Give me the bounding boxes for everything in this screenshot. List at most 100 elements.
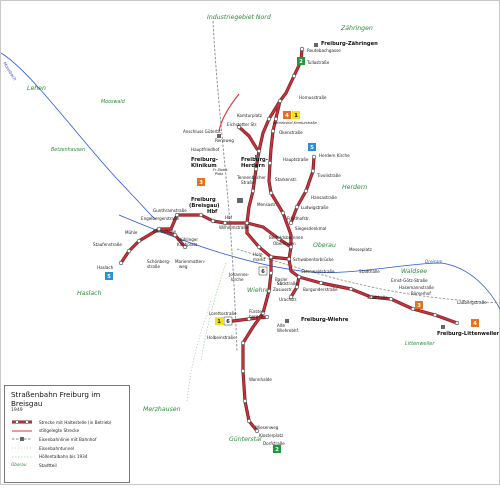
stop-holbeinstrasse <box>240 340 246 346</box>
stop-reutebachgasse <box>299 46 305 52</box>
district-industriegebiet-nord: Industriegebiet Nord <box>207 13 271 21</box>
stop-tivolistrasse <box>310 168 316 174</box>
badge-line-5-herdern: 5 <box>308 143 316 151</box>
label-roemerhof: Römerhof <box>411 291 431 296</box>
stop-sternwald <box>296 274 302 280</box>
label-fuerstenberg: Fürsten-bergstr. <box>249 309 266 319</box>
label-anschluss: Anschluss Güterbf. <box>183 129 221 134</box>
legend-row-closed-line: stillgelegte Strecke <box>11 427 125 436</box>
legend-symbol-railway <box>12 437 32 442</box>
stop-wilhelmstrasse <box>244 220 250 226</box>
badge-line-1-komtur: 1 <box>292 111 300 119</box>
stop-staufenstrasse <box>126 248 132 254</box>
label-holzmarkt: Holz-markt <box>253 252 266 262</box>
district-wiehre: Wiehre <box>247 287 269 294</box>
railway-rheintal <box>212 20 238 352</box>
svg-text:4: 4 <box>285 113 289 119</box>
stop-komturplatz <box>277 98 283 104</box>
closed-line-gueterbf <box>218 93 240 132</box>
stop-wiesenweg <box>246 418 252 424</box>
stop-mensastr <box>268 190 274 196</box>
label-gunthramstrasse: Gunthramstraße <box>153 208 187 213</box>
tram-stops <box>118 46 460 434</box>
legend-year: 1949 <box>11 408 23 413</box>
badge-line-4-komtur: 4 <box>283 111 291 119</box>
svg-text:2: 2 <box>275 447 279 453</box>
stop-engelbergerstrasse <box>210 218 216 224</box>
label-haslach-stop: Haslach <box>97 265 114 270</box>
stop-hornusstrasse <box>291 73 297 79</box>
district-herdern: Herdern <box>342 184 367 191</box>
railway-hoellental-old <box>200 262 227 362</box>
tram-network-outline <box>119 47 459 433</box>
label-schwabentor: Schwabentorbrücke <box>293 257 334 262</box>
label-johanneskirche: Johannes-kirche <box>228 272 250 282</box>
label-hornusstrasse: Hornusstraße <box>299 95 327 100</box>
legend-label-tunnel: Eisenbahntunnel <box>39 445 75 451</box>
badge-line-3-klinikum: 3 <box>197 178 205 186</box>
district-mooswald: Mooswald <box>101 99 126 105</box>
hub-herdern: Freiburg-Herdern <box>241 157 268 169</box>
label-ernst-goetz: Ernst-Götz-Straße <box>391 278 428 283</box>
legend-label-railway: Eisenbahnlinie mit Bahnhof <box>39 436 97 442</box>
stop-bertoldsbrunnen <box>276 236 282 242</box>
badge-line-6-johanneskirche: 6 <box>258 266 268 276</box>
stop-gunthramstrasse <box>198 212 204 218</box>
district-oberau: Oberau <box>313 242 336 249</box>
legend-row-district: Oberau Stadtteil <box>11 461 125 470</box>
legend-symbol-tunnel <box>12 447 32 449</box>
svg-text:6: 6 <box>226 319 230 325</box>
label-wiesenweg: Wiesenweg <box>255 425 279 430</box>
label-tivolistrasse: Tivolistraße <box>316 173 341 178</box>
hub-wiehre: Freiburg-Wiehre <box>301 317 349 323</box>
stop-muehle <box>136 238 142 244</box>
label-hansastrasse: Hansastraße <box>311 195 337 200</box>
stop-guenterstal <box>242 398 248 404</box>
label-urachstr: Urachstr. <box>279 297 297 302</box>
legend-box: Straßenbahn Freiburg im Breisgau 1949 St… <box>4 385 130 483</box>
river-moosbach <box>0 52 157 220</box>
legend-row-railway: Eisenbahnlinie mit Bahnhof <box>11 435 125 444</box>
stop-hansastrasse <box>303 188 309 194</box>
label-ludwigstrasse: Ludwigstraße <box>301 205 329 210</box>
hbf-station-marker <box>237 198 243 203</box>
legend-row-active-line: Strecke mit Haltestelle (in Betrieb) <box>11 418 125 427</box>
legend-symbol-district: Oberau <box>11 462 27 468</box>
railway-tunnel <box>186 300 212 402</box>
stop-schwabentor <box>286 256 292 262</box>
stop-rennweg <box>236 124 242 130</box>
stop-fuerstenberg <box>264 314 270 320</box>
stop-ernst-goetz <box>388 296 394 302</box>
label-hauptstrasse: Hauptstraße <box>283 157 309 162</box>
stop-siegesdenkmal <box>288 220 294 226</box>
stop-starkenstr <box>267 160 273 166</box>
stop-zasiusstr <box>266 288 272 294</box>
label-komturplatz: Komturplatz <box>237 113 262 118</box>
svg-text:6: 6 <box>261 269 265 275</box>
legend-label-hoellental: Höllentalbahn bis 1934 <box>39 454 88 460</box>
hub-littenweiler: Freiburg-Littenweiler <box>437 331 500 337</box>
district-waldsee: Waldsee <box>401 268 427 275</box>
district-guenterstal: Günterstal <box>229 435 262 443</box>
label-marienmatten: Marienmatten-weg <box>175 259 206 269</box>
svg-text:1: 1 <box>217 319 221 325</box>
stop-oberlinden <box>288 244 294 250</box>
stop-herdern-kirche <box>311 154 317 160</box>
label-bertoldsbrunnen: Bertoldsbrunnen <box>269 235 304 240</box>
stop-dorfstrasse <box>254 428 260 434</box>
label-ebert-platz: Fr.-Ebert-Platz <box>213 168 229 176</box>
railway-hoellental <box>236 248 500 304</box>
label-oberlinden: Oberlinden <box>273 241 296 246</box>
stop-hasemann <box>410 306 416 312</box>
district-merzhausen: Merzhausen <box>143 406 181 413</box>
label-stadthalle-top: Stadthalle <box>359 269 380 274</box>
label-siegesdenkmal: Siegesdenkmal <box>295 226 326 231</box>
stop-stadthalle <box>368 294 374 300</box>
legend-label-closed-line: stillgelegte Strecke <box>39 428 80 434</box>
klinikum-station-marker <box>217 134 221 138</box>
label-wonnhalde: Wonnhalde <box>249 377 272 382</box>
label-okenstrasse: Okenstraße <box>279 130 303 135</box>
badge-line-5-haslach: 5 <box>105 272 113 280</box>
